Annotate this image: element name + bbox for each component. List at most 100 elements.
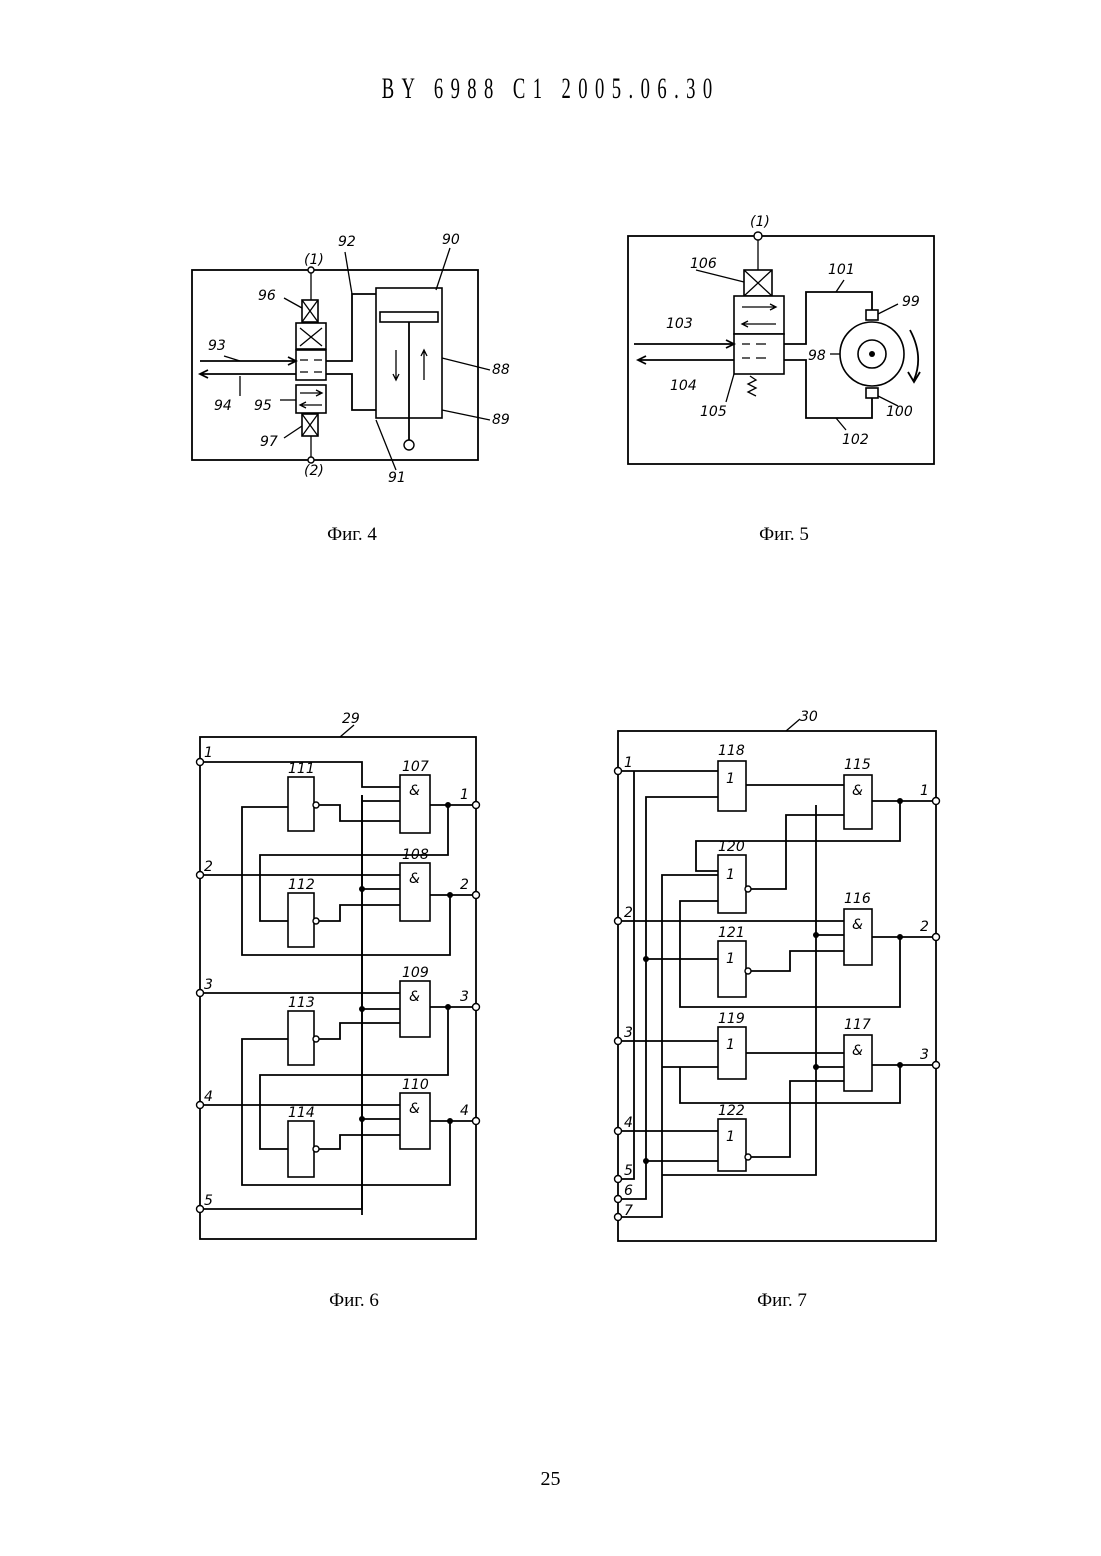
fig7-output-1	[933, 798, 940, 805]
fig4-label-88: 88	[492, 362, 510, 378]
gate-107-symbol: &	[409, 783, 420, 799]
fig7-in-label-4: 4	[624, 1115, 633, 1131]
gate-117-symbol: &	[852, 1043, 863, 1059]
gate-109-symbol: &	[409, 989, 420, 1005]
fig6-in-label-5: 5	[204, 1193, 213, 1209]
fig7-output-3	[933, 1062, 940, 1069]
gate-121-symbol: 1	[726, 951, 735, 967]
gate-109-id: 109	[402, 965, 429, 981]
fig5-label-98: 98	[808, 348, 826, 364]
fig7-out-label-2: 2	[920, 919, 929, 935]
inverter-111-id: 111	[288, 761, 315, 777]
fig5-label-105: 105	[700, 404, 727, 420]
fig7-output-2	[933, 934, 940, 941]
spring	[748, 376, 756, 396]
or-gate-121	[718, 941, 746, 997]
valve-105-upper	[734, 296, 784, 334]
fig5-label-99: 99	[902, 294, 920, 310]
fig6-row-1	[203, 762, 480, 955]
inverter-112	[288, 893, 314, 947]
gate-117-id: 117	[844, 1017, 871, 1033]
fig7-out-label-1: 1	[920, 783, 929, 799]
fig7-in-label-1: 1	[624, 755, 633, 771]
fig6-row-2	[203, 863, 480, 947]
fig6-in-label-1: 1	[204, 745, 213, 761]
fig5-label-106: 106	[690, 256, 717, 272]
fig6-row-4	[203, 1093, 480, 1177]
fig7-input-6	[615, 1196, 622, 1203]
figure-4-drawing: (1) (2) 96 97 93 94 95 92 90 88 89 91	[180, 220, 540, 490]
inverter-114	[288, 1121, 314, 1177]
fig7-out-label-3: 3	[920, 1047, 929, 1063]
fig6-input-5	[197, 1206, 204, 1213]
fig4-label-94: 94	[214, 398, 232, 414]
fig4-label-91: 91	[388, 470, 406, 486]
fig6-input-3	[197, 990, 204, 997]
fig7-in-label-3: 3	[624, 1025, 633, 1041]
gate-115-id: 115	[844, 757, 871, 773]
gate-122-id: 122	[718, 1103, 745, 1119]
fig6-row-3	[203, 981, 480, 1185]
figure-7: 30 1 2 3 4 5 6 7	[600, 705, 950, 1255]
fig6-output-2	[473, 892, 480, 899]
fig5-label-102: 102	[842, 432, 869, 448]
figure-6-drawing: 29 1 2 3 4 5	[180, 705, 500, 1255]
fig4-label-92: 92	[338, 234, 356, 250]
figure-7-drawing: 30 1 2 3 4 5 6 7	[600, 705, 950, 1255]
fig5-label-103: 103	[666, 316, 693, 332]
fig7-frame-30	[618, 731, 936, 1241]
fig6-in-label-4: 4	[204, 1089, 213, 1105]
fig7-in-label-5: 5	[624, 1163, 633, 1179]
gate-110-symbol: &	[409, 1101, 420, 1117]
gate-116-symbol: &	[852, 917, 863, 933]
port-100	[866, 388, 878, 398]
rod-end	[404, 440, 414, 450]
fig5-label-101: 101	[828, 262, 855, 278]
figure-4: (1) (2) 96 97 93 94 95 92 90 88 89 91	[180, 220, 540, 490]
gate-118-symbol: 1	[726, 771, 735, 787]
gate-115-symbol: &	[852, 783, 863, 799]
fig4-label-93: 93	[208, 338, 226, 354]
fig7-block-id: 30	[800, 709, 818, 725]
fig6-output-4	[473, 1118, 480, 1125]
fig7-input-4	[615, 1128, 622, 1135]
inverter-113-id: 113	[288, 995, 315, 1011]
patent-header: BY 6988 C1 2005.06.30	[209, 72, 892, 106]
fig7-caption: Фиг. 7	[682, 1290, 882, 1312]
fig4-label-89: 89	[492, 412, 510, 428]
fig6-output-1	[473, 802, 480, 809]
inverter-114-id: 114	[288, 1105, 315, 1121]
fig6-out-label-3: 3	[460, 989, 469, 1005]
gate-118-id: 118	[718, 743, 745, 759]
gate-110-id: 110	[402, 1077, 429, 1093]
fig6-in-label-3: 3	[204, 977, 213, 993]
gate-122-symbol: 1	[726, 1129, 735, 1145]
inverter-113	[288, 1011, 314, 1065]
fig4-label-90: 90	[442, 232, 460, 248]
fig7-in-label-2: 2	[624, 905, 633, 921]
inverter-111	[288, 777, 314, 831]
rotation-arrow	[908, 330, 920, 382]
page-number: 25	[0, 1468, 1101, 1491]
piston	[380, 312, 438, 322]
port-99	[866, 310, 878, 320]
gate-108-id: 108	[402, 847, 429, 863]
fig4-caption: Фиг. 4	[252, 524, 452, 546]
fig7-input-2	[615, 918, 622, 925]
fig4-label-97: 97	[260, 434, 278, 450]
gate-120-id: 120	[718, 839, 745, 855]
gate-119-id: 119	[718, 1011, 745, 1027]
figure-5-drawing: (1) 106 101 99 103 104 105 98 100 102	[610, 210, 950, 480]
gate-121-id: 121	[718, 925, 745, 941]
or-gate-120	[718, 855, 746, 913]
or-gate-119	[718, 1027, 746, 1079]
gate-116-id: 116	[844, 891, 871, 907]
fig4-label-1: (1)	[304, 252, 324, 268]
figure-5: (1) 106 101 99 103 104 105 98 100 102	[610, 210, 950, 480]
or-gate-122	[718, 1119, 746, 1171]
fig7-input-5	[615, 1176, 622, 1183]
fig6-caption: Фиг. 6	[254, 1290, 454, 1312]
figure-6: 29 1 2 3 4 5	[180, 705, 500, 1255]
fig6-out-label-2: 2	[460, 877, 469, 893]
fig7-in-label-6: 6	[624, 1183, 633, 1199]
